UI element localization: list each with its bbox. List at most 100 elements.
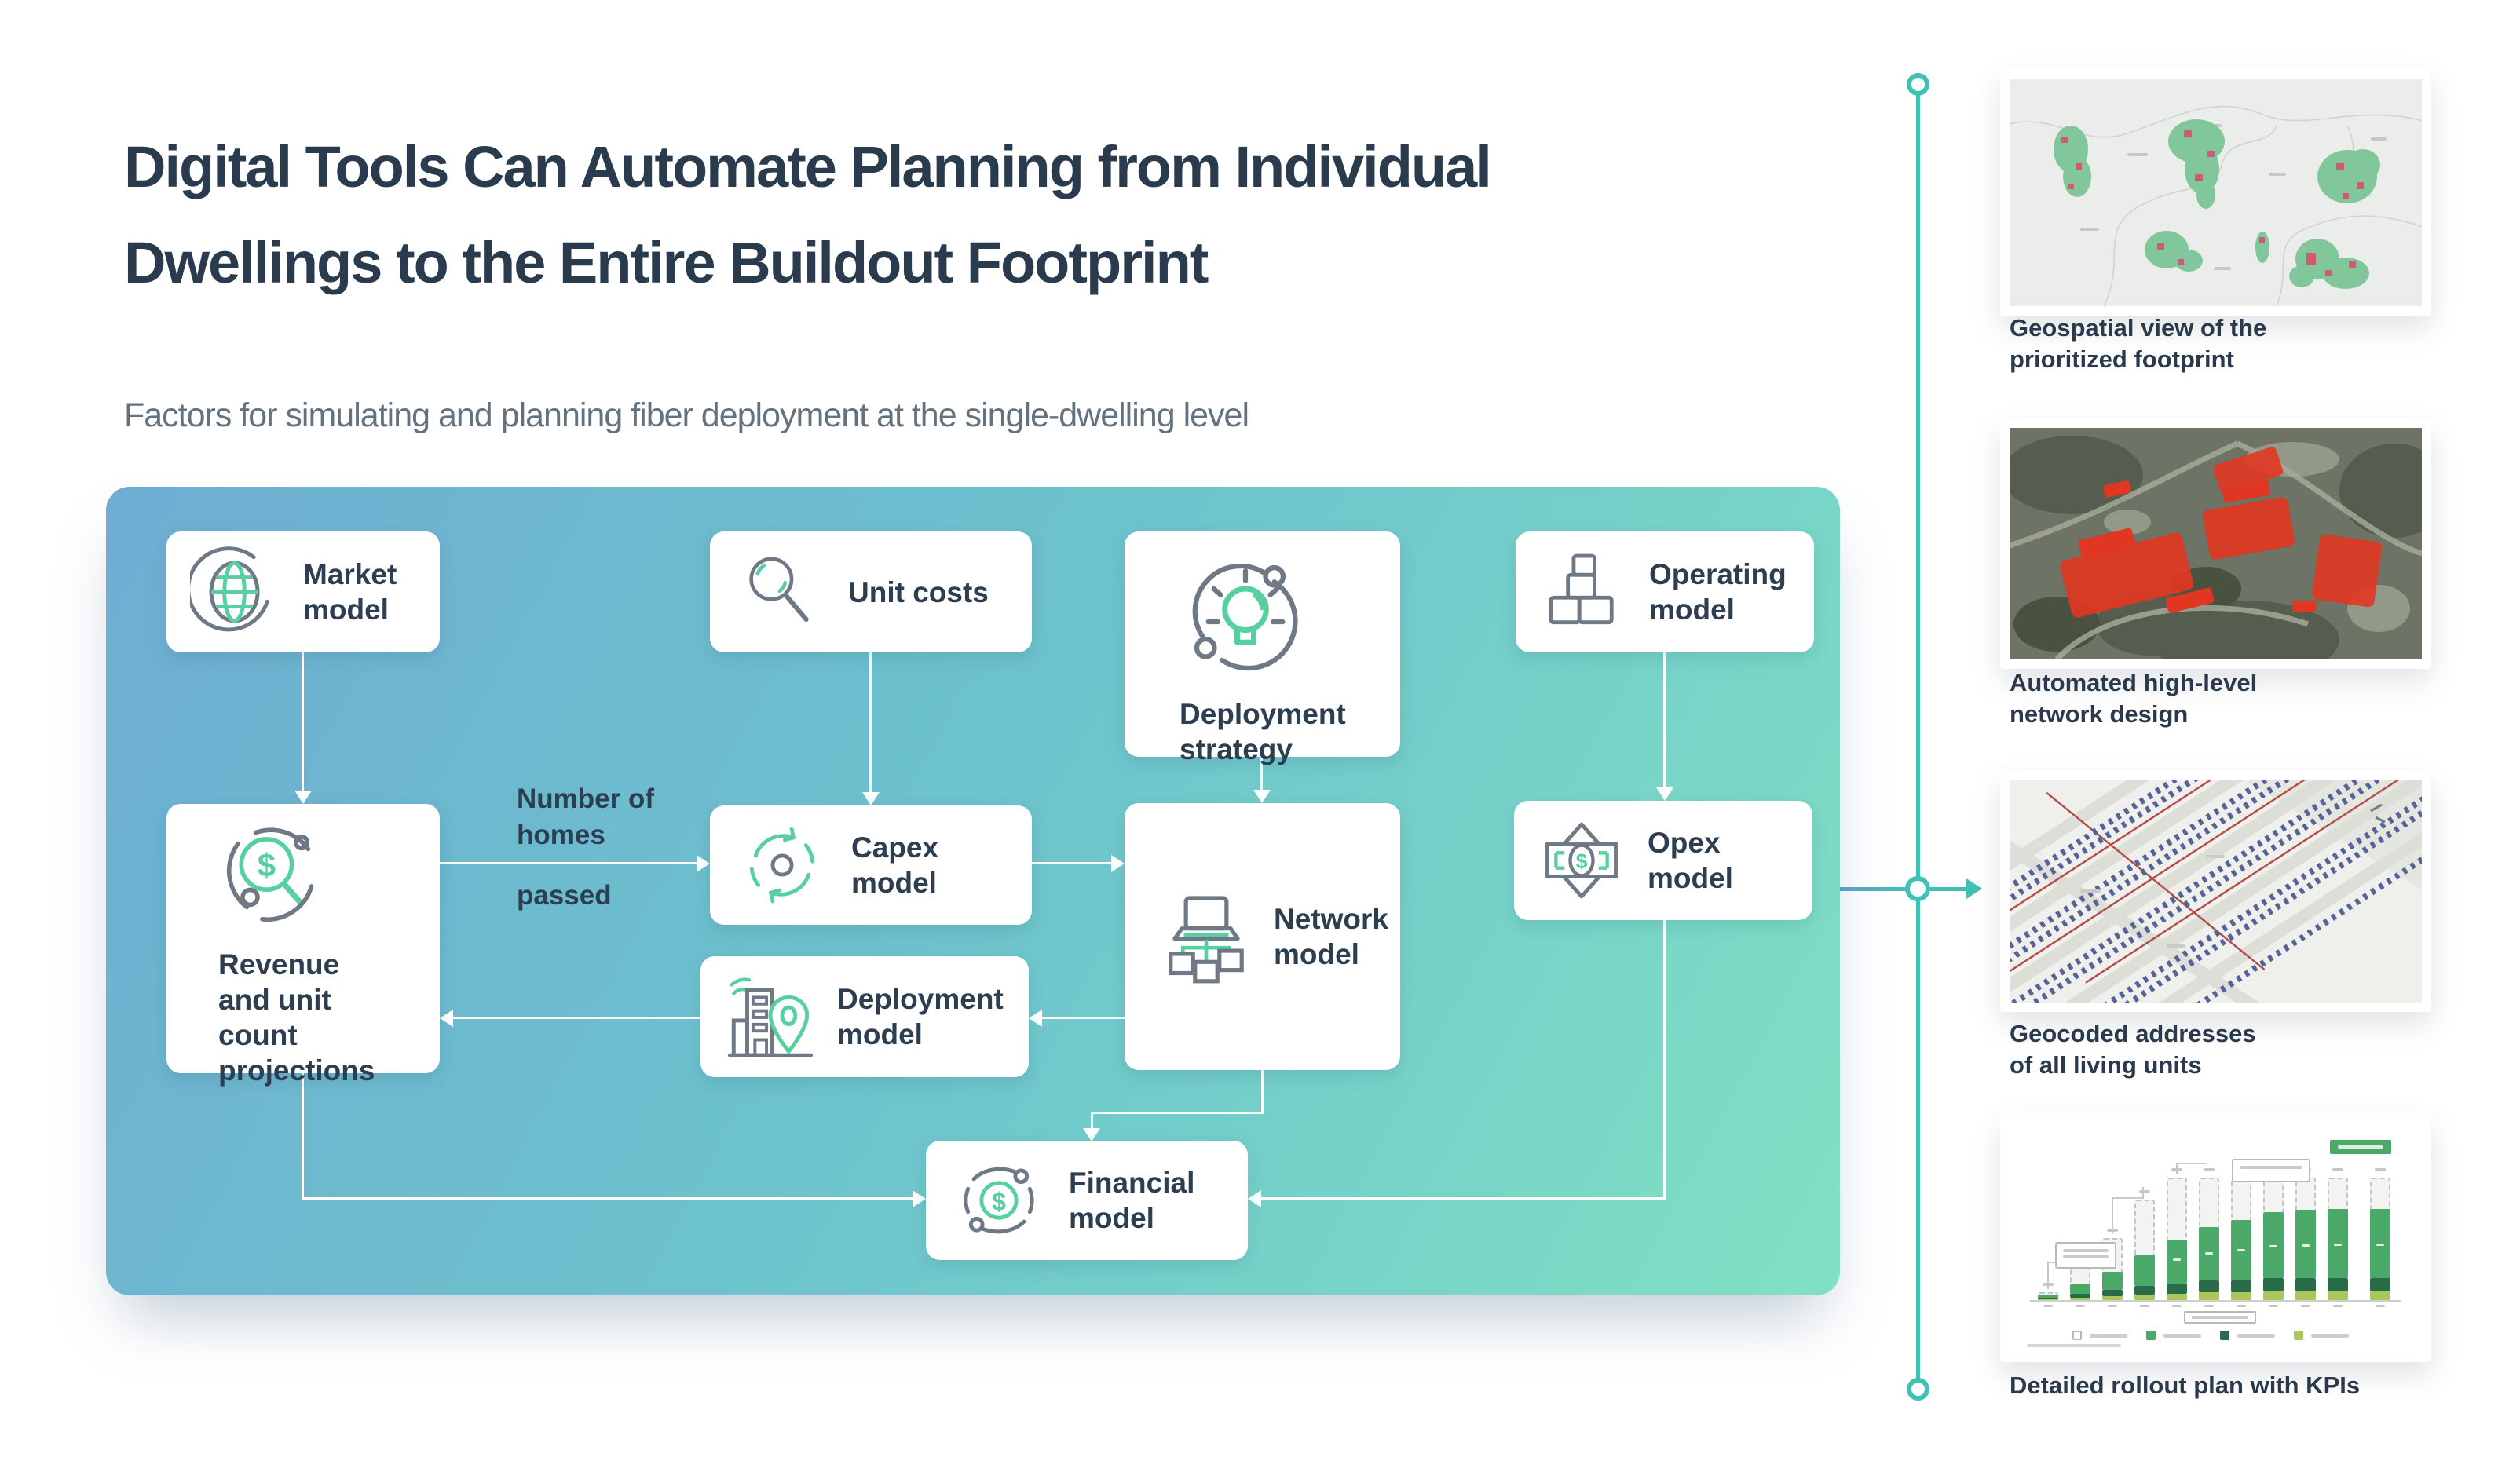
arrow-operating-opex: [1663, 652, 1666, 787]
bar-fill: [2070, 1293, 2090, 1298]
chart-green-chip: [2330, 1140, 2391, 1154]
sidebar-card-rollout: [2000, 1113, 2431, 1362]
caption-geocoded-addresses: Geocoded addresses of all living units: [2010, 1020, 2256, 1079]
bar-fill: [2328, 1278, 2348, 1291]
arrowhead-market-revenue: [294, 791, 312, 804]
chart-source-note: [2027, 1344, 2121, 1347]
legend-swatch-green-light: [2294, 1331, 2303, 1340]
legend-swatch-green-dark: [2220, 1331, 2229, 1340]
node-label: Deployment model: [837, 983, 1004, 1050]
bar-fill: [2038, 1297, 2058, 1299]
arrowhead-revenue-capex: [697, 855, 710, 872]
svg-text:$: $: [992, 1187, 1006, 1215]
node-label: Deployment strategy: [1180, 698, 1346, 765]
bar-tick: [2204, 1305, 2214, 1307]
bar-tick: [2237, 1305, 2246, 1307]
arrowhead-network-financial: [1083, 1128, 1100, 1141]
bar-fill: [2167, 1283, 2187, 1294]
bar-fill: [2370, 1278, 2390, 1291]
bar-fill: [2231, 1280, 2251, 1293]
diagram-panel: Number of homes passed Market model: [106, 487, 1840, 1295]
node-deployment-model: Deployment model: [700, 956, 1029, 1077]
arrowhead-strategy-network: [1253, 790, 1271, 803]
bar-fill: [2038, 1299, 2058, 1300]
arrowhead-unitcosts-capex: [862, 792, 880, 805]
bar-fill: [2134, 1285, 2155, 1295]
arrow-network-financial-v2: [1091, 1114, 1093, 1130]
arrow-capex-network: [1032, 862, 1111, 864]
node-label: Market model: [303, 558, 397, 626]
bar-tick: [2204, 1168, 2215, 1172]
bar-fill: [2295, 1278, 2316, 1291]
bar-fill: [2102, 1289, 2123, 1297]
node-opex-model: $ Opex model: [1514, 801, 1812, 920]
bar-fill: [2038, 1295, 2058, 1298]
bar-fill: [2102, 1271, 2123, 1290]
sidebar-card-network-design: [2000, 418, 2431, 669]
node-financial-model: $ Financial model: [926, 1141, 1248, 1260]
bar-tick: [2172, 1305, 2182, 1307]
bar-tick: [2269, 1305, 2278, 1307]
timeline-node-circle: [1905, 876, 1930, 901]
bar-fill: [2370, 1291, 2390, 1300]
bar-fill: [2295, 1291, 2316, 1300]
arrow-revenue-financial-h: [302, 1197, 913, 1200]
bar-fill: [2134, 1295, 2155, 1300]
arrowhead-revenue-financial: [913, 1190, 926, 1207]
bar-tick: [2376, 1305, 2385, 1307]
bar-tick: [2140, 1305, 2149, 1307]
node-label: Operating model: [1649, 558, 1787, 626]
node-operating-model: Operating model: [1516, 531, 1814, 652]
chart-x-axis: [2030, 1300, 2401, 1302]
node-deployment-strategy: Deployment strategy: [1125, 531, 1400, 765]
bar-fill: [2167, 1239, 2187, 1284]
bar-tick: [2076, 1305, 2085, 1307]
arrow-opex-financial-h: [1261, 1197, 1666, 1200]
page-subtitle: Factors for simulating and planning fibe…: [124, 396, 1249, 434]
building-pin-icon: [724, 970, 817, 1063]
arrow-network-deploymentmodel: [1042, 1017, 1125, 1019]
node-market-model: Market model: [166, 531, 440, 652]
node-label: Revenue and unit count projections: [218, 948, 375, 1087]
arrow-unitcosts-capex: [869, 652, 872, 792]
bar-fill: [2199, 1292, 2219, 1300]
bulb-orbit-icon: [1180, 550, 1311, 682]
bar-tick: [2171, 1168, 2182, 1172]
caption-rollout-plan: Detailed rollout plan with KPIs: [2010, 1372, 2361, 1399]
bar-fill: [2231, 1292, 2251, 1300]
bar-tick: [2375, 1168, 2386, 1172]
bar-fill: [2199, 1280, 2219, 1293]
chart-legend: [2072, 1330, 2349, 1341]
caption-geospatial-footprint: Geospatial view of the prioritized footp…: [2010, 314, 2267, 373]
panel-to-timeline-connector: [1840, 887, 1906, 891]
bar-wtick: [2334, 1243, 2342, 1246]
arrow-network-financial-h: [1091, 1112, 1264, 1114]
chart-callout-left: [2055, 1242, 2116, 1269]
node-label: Opex model: [1648, 827, 1733, 894]
node-label: Network model: [1274, 903, 1388, 970]
edge-label-passed: passed: [517, 880, 612, 911]
arrowhead-deploymentmodel-revenue: [440, 1010, 453, 1027]
node-label: Financial model: [1069, 1167, 1195, 1234]
arrow-network-financial-v1: [1261, 1070, 1264, 1114]
sync-arrows-icon: [737, 820, 828, 911]
bar-tick: [2043, 1305, 2053, 1307]
bar-wtick: [2237, 1249, 2245, 1252]
arrow-deploymentmodel-revenue: [453, 1017, 707, 1019]
bar-tick: [2107, 1229, 2118, 1233]
bar-tick: [2139, 1190, 2150, 1194]
bar-fill: [2263, 1278, 2284, 1291]
chart-xaxis-chip: [2184, 1311, 2256, 1324]
bar-fill: [2263, 1291, 2284, 1300]
bar-tick: [2332, 1168, 2343, 1172]
dollar-orbit-icon: $: [953, 1154, 1045, 1247]
arrow-opex-financial-v: [1663, 920, 1666, 1200]
arrowhead-operating-opex: [1656, 787, 1673, 801]
sidebar-card-geocoded: [2000, 770, 2431, 1012]
arrowhead-opex-financial: [1248, 1190, 1261, 1207]
node-capex-model: Capex model: [710, 805, 1032, 925]
bar-fill: [2328, 1291, 2348, 1300]
bar-wtick: [2302, 1244, 2310, 1247]
legend-swatch-dashed: [2072, 1331, 2082, 1340]
timeline-top-circle: [1907, 73, 1929, 96]
